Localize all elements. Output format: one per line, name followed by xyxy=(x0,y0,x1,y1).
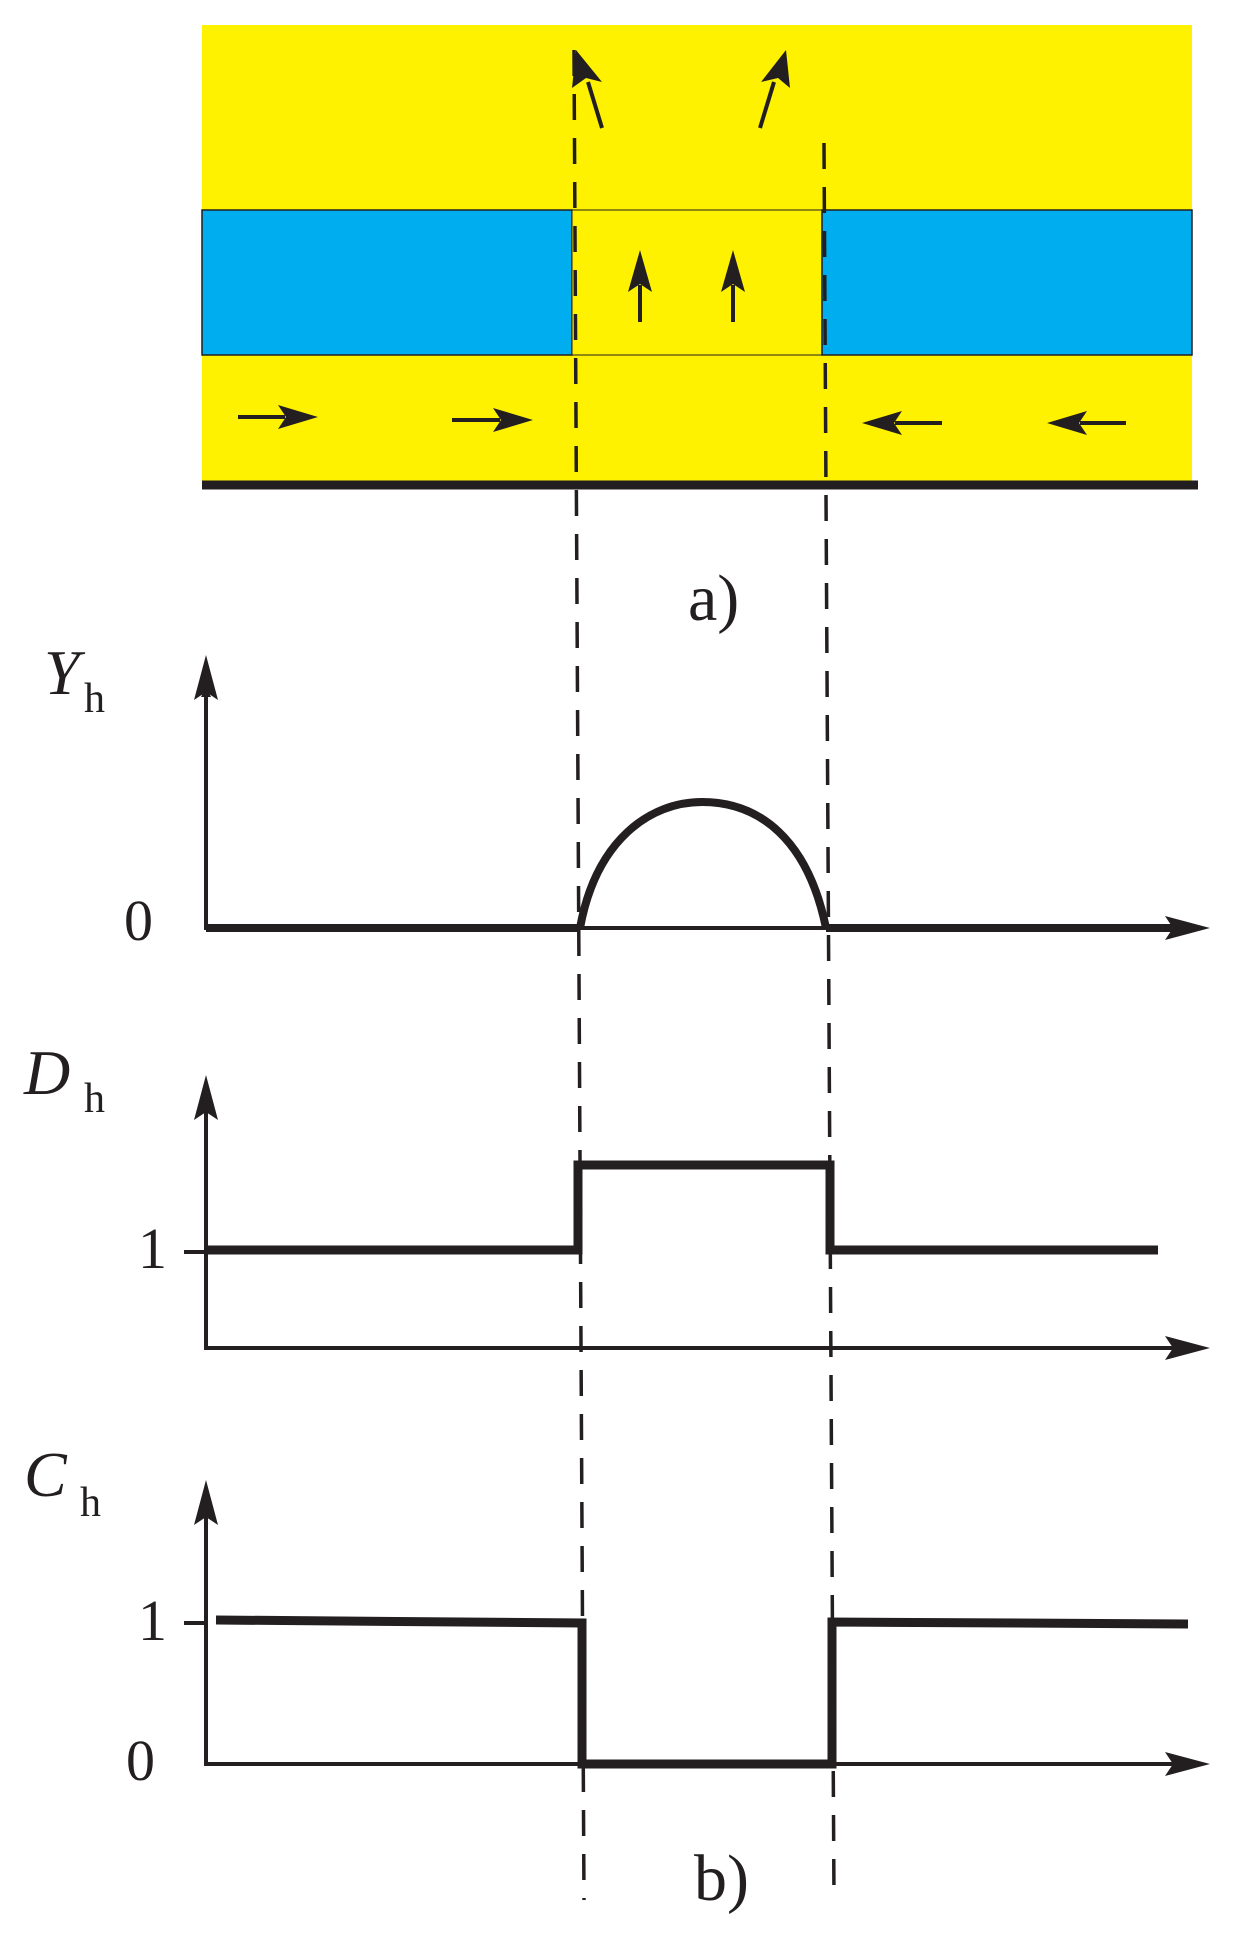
left-arrow-icon xyxy=(862,411,942,435)
dh-tick-one: 1 xyxy=(138,1216,167,1281)
up-arrow-icon xyxy=(721,250,745,322)
right-arrow-icon xyxy=(452,408,533,432)
panel-a-caption: a) xyxy=(688,562,739,635)
yellow-opening xyxy=(571,209,823,356)
dh-plot: D h 1 xyxy=(23,1037,1210,1360)
ch-tick-zero: 0 xyxy=(126,1728,155,1793)
up-slanted-arrow-icon xyxy=(758,50,790,129)
yh-axis-symbol: Y xyxy=(44,637,86,708)
ch-y-axis-arrowhead xyxy=(194,1480,218,1525)
dh-axis-subscript: h xyxy=(84,1076,105,1122)
ch-x-axis-arrowhead xyxy=(1165,1752,1210,1776)
right-arrow-icon xyxy=(238,405,318,429)
dh-y-axis-arrowhead xyxy=(194,1075,218,1120)
top-yellow-layer xyxy=(202,25,1192,210)
ch-plot: C h 1 0 xyxy=(24,1439,1210,1793)
yh-x-axis-arrowhead xyxy=(1165,916,1210,940)
guide-line-right-dashed xyxy=(822,142,836,1901)
dh-x-axis-arrowhead xyxy=(1165,1336,1210,1360)
dh-axis-symbol: D xyxy=(23,1037,70,1108)
ch-axis-symbol: C xyxy=(24,1439,68,1510)
ch-tick-one: 1 xyxy=(138,1588,167,1653)
up-slanted-arrow-icon xyxy=(572,50,604,129)
yh-plot: Y h 0 xyxy=(44,637,1210,953)
ch-axis-subscript: h xyxy=(80,1480,101,1526)
left-arrow-icon xyxy=(1047,411,1126,435)
up-arrow-icon xyxy=(628,250,652,322)
layer-diagram xyxy=(201,25,1198,490)
dh-step-profile xyxy=(206,1160,1158,1255)
yh-y-axis-arrowhead xyxy=(194,655,218,700)
yh-axis-subscript: h xyxy=(84,676,105,722)
yh-profile-hump xyxy=(576,797,830,929)
blue-channel-left xyxy=(201,209,573,356)
blue-channel-right xyxy=(821,209,1193,356)
guide-line-left-dashed xyxy=(572,49,586,1901)
panel-b-caption: b) xyxy=(694,1842,749,1915)
bottom-yellow-layer xyxy=(202,355,1192,485)
yh-tick-zero: 0 xyxy=(124,888,153,953)
ch-step-profile xyxy=(215,1615,1189,1769)
